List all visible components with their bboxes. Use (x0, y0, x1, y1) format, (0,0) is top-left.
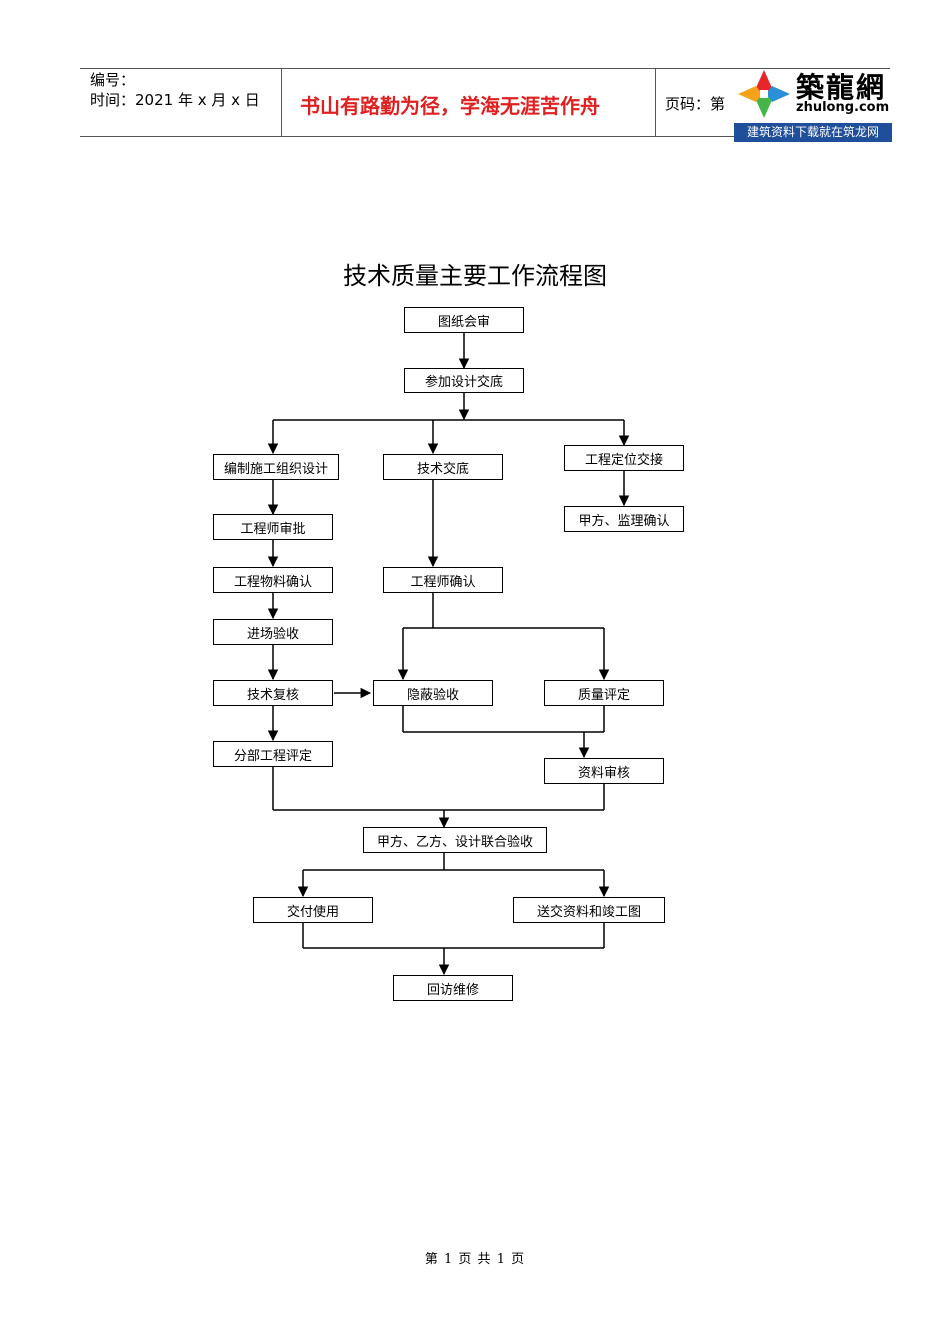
flow-node-engineer-confirm: 工程师确认 (383, 567, 503, 593)
flow-node-concealed-acceptance: 隐蔽验收 (373, 680, 493, 706)
flow-node-site-acceptance: 进场验收 (213, 619, 333, 645)
header-motto: 书山有路勤为径，学海无涯苦作舟 (300, 94, 600, 118)
header-top-rule (80, 68, 890, 69)
page-footer: 第 1 页 共 1 页 (424, 1252, 526, 1267)
page-number-label: 页码：第 (665, 95, 726, 113)
header-bottom-rule (80, 136, 890, 137)
flow-node-tech-disclosure: 技术交底 (383, 454, 503, 480)
flow-node-construction-plan: 编制施工组织设计 (213, 454, 339, 480)
logo-domain: zhulong.com (796, 100, 890, 115)
header-divider (281, 68, 282, 136)
flow-node-positioning-handover: 工程定位交接 (564, 445, 684, 471)
zhulong-logo: 築龍網 zhulong.com 建筑资料下载就在筑龙网 (734, 66, 892, 142)
flow-node-engineer-approval: 工程师审批 (213, 514, 333, 540)
flow-node-design-disclosure: 参加设计交底 (404, 368, 524, 393)
flow-node-subproject-assessment: 分部工程评定 (213, 741, 333, 767)
logo-brand-name: 築龍網 (796, 71, 887, 104)
document-date-label: 时间：2021 年 x 月 x 日 (90, 91, 260, 109)
logo-tagline: 建筑资料下载就在筑龙网 (734, 123, 892, 142)
document-number-label: 编号： (90, 71, 136, 89)
flow-node-submit-docs: 送交资料和竣工图 (513, 897, 665, 923)
header-divider (655, 68, 656, 136)
flowchart-title: 技术质量主要工作流程图 (343, 262, 607, 290)
flow-node-handover-use: 交付使用 (253, 897, 373, 923)
flow-node-revisit-repair: 回访维修 (393, 975, 513, 1001)
pinwheel-logo-icon (738, 70, 790, 118)
flow-node-joint-acceptance: 甲方、乙方、设计联合验收 (363, 827, 547, 853)
flow-node-quality-assessment: 质量评定 (544, 680, 664, 706)
flow-node-tech-review: 技术复核 (213, 680, 333, 706)
flow-node-document-review: 资料审核 (544, 758, 664, 784)
flow-node-material-confirm: 工程物料确认 (213, 567, 333, 593)
flow-node-drawing-review: 图纸会审 (404, 307, 524, 333)
flow-node-owner-supervisor-confirm: 甲方、监理确认 (564, 506, 684, 532)
